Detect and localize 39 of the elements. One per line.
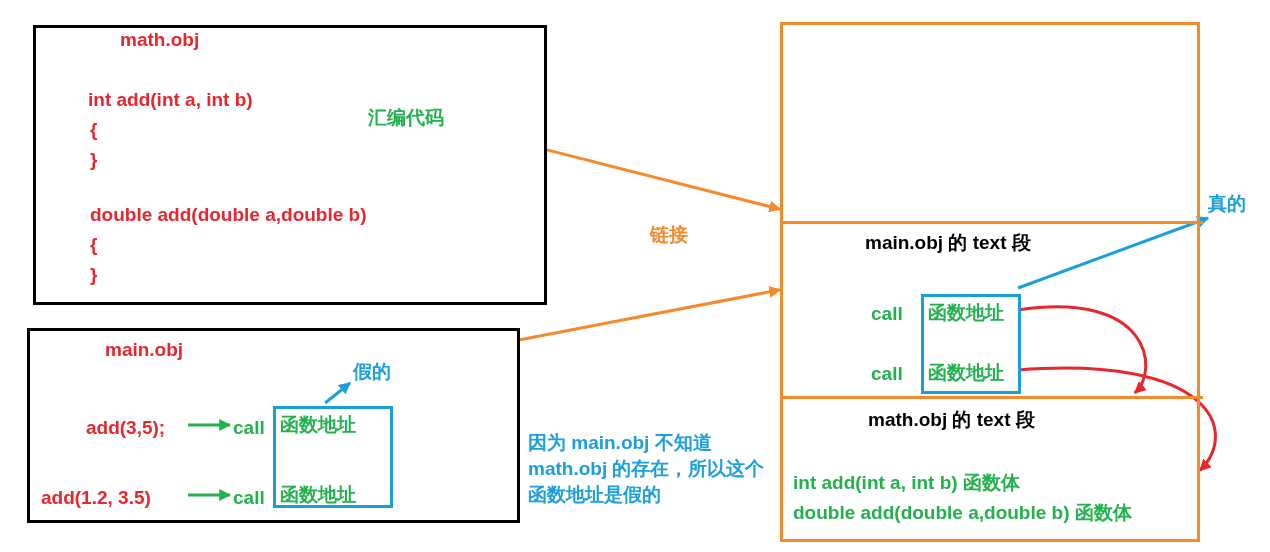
code-line: { bbox=[90, 118, 98, 142]
annotation-text: 真的 bbox=[1208, 190, 1260, 218]
function-body-text: int add(int a, int b) 函数体 bbox=[793, 471, 1020, 495]
arrow bbox=[519, 285, 782, 342]
annotation-text: 假的 bbox=[353, 358, 403, 386]
arrow bbox=[1017, 216, 1210, 290]
note-text: 汇编代码 bbox=[368, 106, 444, 130]
file-heading: math.obj bbox=[120, 28, 200, 52]
arrow bbox=[188, 489, 232, 501]
code-line: } bbox=[90, 263, 98, 287]
section-box bbox=[783, 221, 1203, 396]
call-expression-text: add(3,5); bbox=[86, 415, 191, 441]
call-instruction-text: call bbox=[871, 301, 915, 327]
call-instruction-text: call bbox=[233, 415, 275, 441]
call-instruction-text: call bbox=[233, 485, 275, 511]
address-text: 函数地址 bbox=[280, 483, 356, 507]
code-line: int add(int a, int b) bbox=[88, 88, 253, 112]
arrow bbox=[188, 419, 232, 431]
call-instruction-text: call bbox=[871, 361, 915, 387]
executable-box bbox=[780, 22, 1200, 542]
address-text: 函数地址 bbox=[280, 413, 356, 437]
code-line: double add(double a,double b) bbox=[90, 203, 367, 227]
address-text: 函数地址 bbox=[928, 361, 1004, 385]
arrow bbox=[546, 148, 782, 213]
object-file-box bbox=[33, 25, 547, 305]
link-label: 链接 bbox=[650, 223, 689, 247]
address-box bbox=[273, 406, 393, 508]
code-line: } bbox=[90, 148, 98, 172]
file-heading: main.obj bbox=[105, 338, 184, 362]
call-expression-text: add(1.2, 3.5) bbox=[41, 485, 191, 511]
explanation-note: 因为 main.obj 不知道 math.obj 的存在，所以这个函数地址是假的 bbox=[528, 431, 766, 507]
code-line: { bbox=[90, 233, 98, 257]
object-file-box bbox=[27, 328, 520, 523]
section-heading: main.obj 的 text 段 bbox=[865, 231, 1031, 255]
address-box bbox=[921, 294, 1021, 394]
section-heading: math.obj 的 text 段 bbox=[868, 408, 1035, 432]
address-text: 函数地址 bbox=[928, 301, 1004, 325]
arrow bbox=[324, 381, 351, 405]
function-body-text: double add(double a,double b) 函数体 bbox=[793, 501, 1132, 525]
